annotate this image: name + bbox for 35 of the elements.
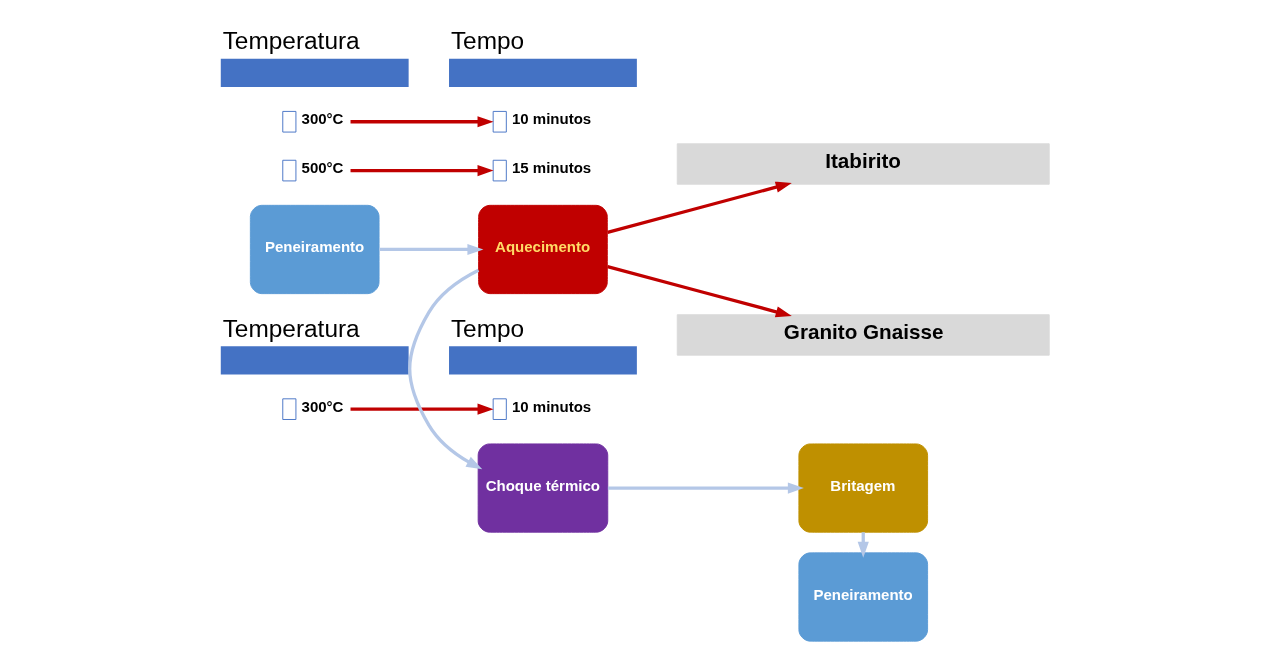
node-box: Peneiramento xyxy=(249,204,380,295)
node-box xyxy=(281,110,296,133)
node-box: Choque térmico xyxy=(477,443,608,533)
node-label: 10 minutos xyxy=(511,110,591,128)
node-box: Granito Gnaisse xyxy=(676,314,1050,356)
node-label: 500°C xyxy=(301,159,343,177)
arrow xyxy=(606,265,792,318)
node-box xyxy=(220,58,409,87)
node-box xyxy=(281,159,296,182)
node-label: 300°C xyxy=(301,110,343,128)
node-label: 15 minutos xyxy=(511,159,591,177)
node-box: Britagem xyxy=(797,443,928,533)
node-box: Peneiramento xyxy=(797,552,928,642)
node-label: Temperatura xyxy=(222,314,360,342)
node-box xyxy=(492,159,507,182)
arrow xyxy=(607,482,804,494)
node-box xyxy=(448,346,637,375)
node-box: Aquecimento xyxy=(477,204,608,295)
node-box xyxy=(492,398,507,420)
node-box xyxy=(448,58,637,87)
arrow xyxy=(350,403,494,415)
node-box xyxy=(281,398,296,420)
node-box: Itabirito xyxy=(676,143,1050,185)
arrow xyxy=(350,116,494,128)
node-label: Tempo xyxy=(450,27,524,55)
node-label: 300°C xyxy=(301,397,343,415)
node-label: Tempo xyxy=(450,314,524,342)
node-box xyxy=(492,110,507,133)
node-label: 10 minutos xyxy=(511,397,591,415)
node-box xyxy=(220,346,409,375)
node-label: Temperatura xyxy=(222,27,360,55)
arrow xyxy=(378,243,483,256)
arrow xyxy=(350,165,494,177)
arrow xyxy=(407,268,482,470)
arrow xyxy=(606,181,792,234)
